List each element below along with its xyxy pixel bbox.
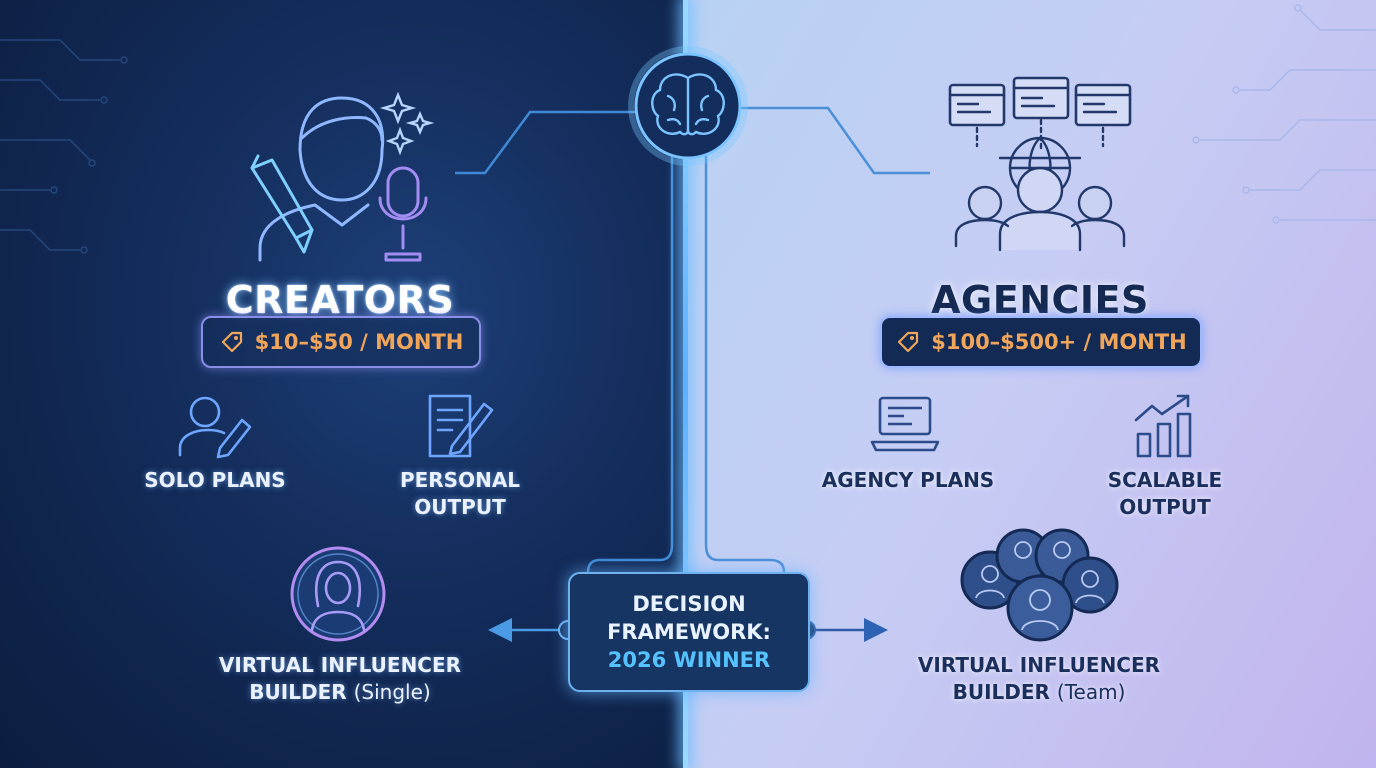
decision-line-1: DECISION [632, 592, 746, 616]
arrow-right-icon [864, 618, 888, 642]
agencies-builder-label: VIRTUAL INFLUENCER BUILDER (Team) [917, 653, 1161, 704]
center-divider [683, 0, 688, 768]
single-avatar-icon [290, 546, 386, 642]
price-tag-icon [221, 331, 242, 353]
creators-price: $10–$50 / MONTH [254, 330, 464, 354]
agencies-title: AGENCIES [931, 278, 1149, 322]
decision-framework-box: DECISION FRAMEWORK: 2026 WINNER [568, 572, 810, 692]
decision-winner: 2026 WINNER [607, 648, 771, 672]
agencies-feature-1: AGENCY PLANS [821, 468, 995, 492]
creators-builder-label: VIRTUAL INFLUENCER BUILDER (Single) [218, 653, 462, 704]
document-edit-icon [428, 394, 494, 458]
agencies-price-badge: $100–$500+ / MONTH [880, 316, 1202, 368]
agencies-price: $100–$500+ / MONTH [931, 330, 1187, 354]
price-tag-icon [898, 331, 919, 353]
growth-chart-icon [1134, 394, 1192, 458]
avatar-group-icon [960, 528, 1119, 642]
laptop-icon [870, 396, 940, 452]
creators-price-badge: $10–$50 / MONTH [201, 316, 481, 368]
arrow-left-icon [488, 618, 512, 642]
creators-title: CREATORS [225, 278, 455, 322]
decision-line-2: FRAMEWORK: [607, 620, 771, 644]
user-edit-icon [178, 396, 252, 459]
creators-feature-1: SOLO PLANS [144, 468, 286, 492]
